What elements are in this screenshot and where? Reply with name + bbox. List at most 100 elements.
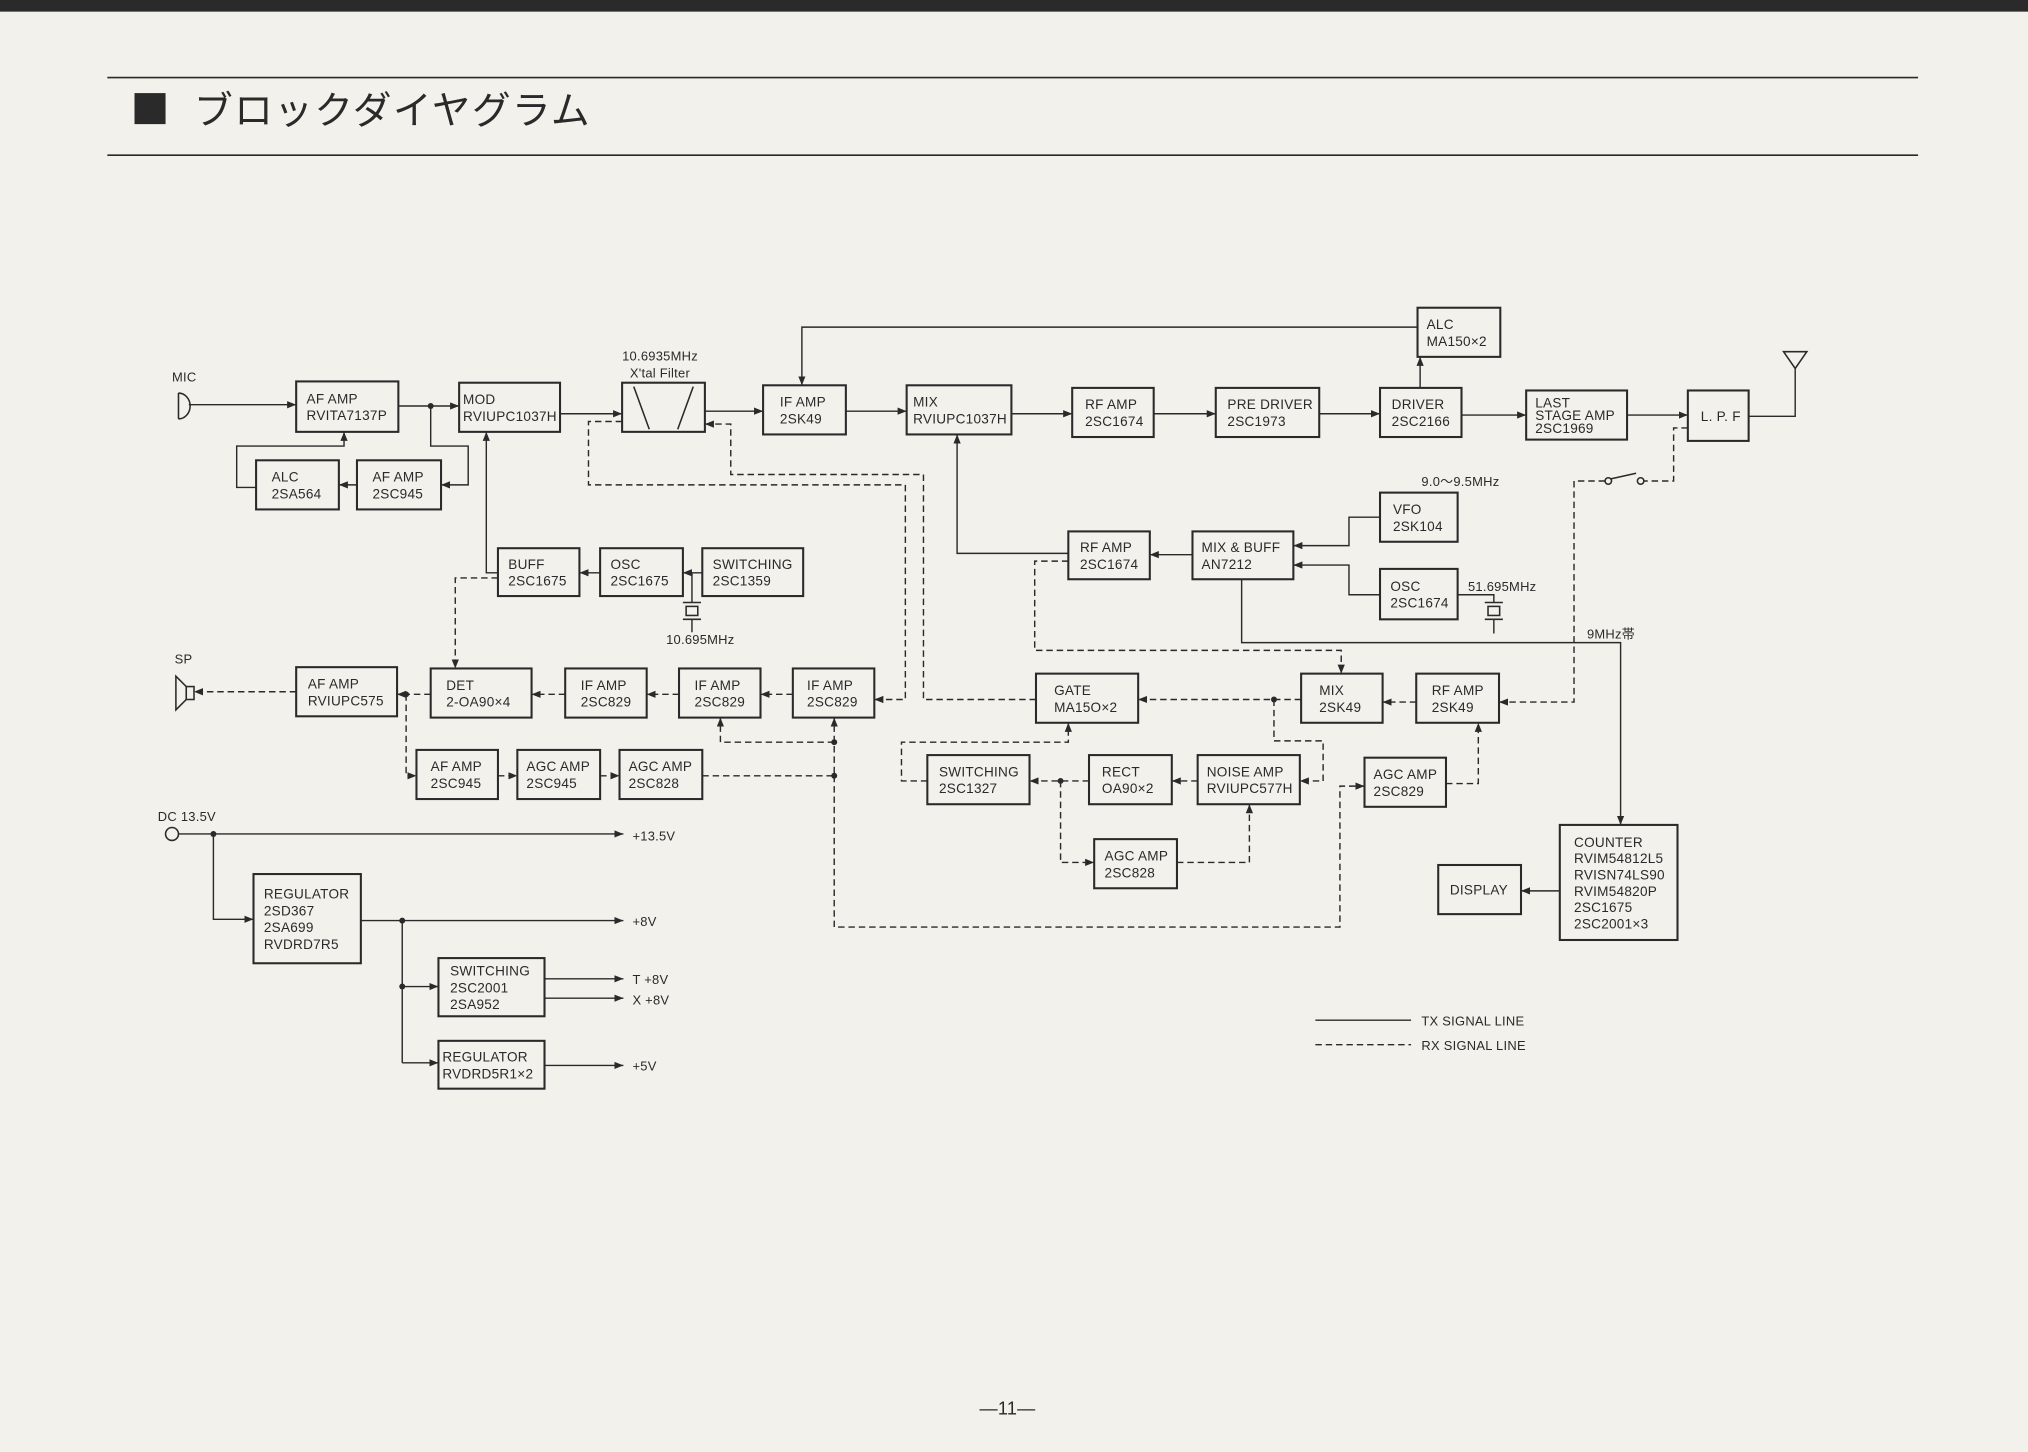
tx-line-alc-to-af-amp [235, 431, 348, 489]
block-af-amp-alc-frame [355, 459, 443, 511]
tx-line-alc-to-if-amp [798, 326, 1418, 386]
block-alc-driver-label: ALC [1427, 317, 1454, 332]
block-vfo-label: VFO [1393, 502, 1422, 517]
block-mix-buff-frame [1191, 530, 1295, 581]
block-counter: COUNTERRVIM54812L5RVISN74LS90RVIM54820P2… [1558, 823, 1679, 942]
block-buff-label: BUFF [508, 557, 544, 572]
block-gate-frame [1034, 672, 1140, 724]
block-buff: BUFF 2SC1675 [496, 547, 581, 598]
block-det-label: DET [446, 678, 474, 693]
xtal-filter-symbol [633, 386, 694, 430]
local-osc-frequency: 51.695MHz [1468, 579, 1536, 594]
mic-label: MIC [172, 369, 196, 384]
block-agc-amp-945-frame [516, 748, 602, 801]
block-mix-rx-frame [1300, 672, 1384, 724]
tx-line-lpf-to-antenna [1748, 368, 1796, 418]
block-af-amp-agc-frame [415, 748, 499, 801]
block-noise-amp-label: RVIUPC577H [1207, 781, 1293, 796]
rail-8v-label: +8V [632, 914, 656, 929]
block-xtal-filter-frame [621, 381, 706, 433]
block-osc-local-label: OSC [1390, 579, 1420, 594]
block-lpf-label: L. P. F [1701, 409, 1741, 424]
block-if-amp-rx2: IF AMP 2SC829 [677, 667, 762, 719]
block-vfo-label: 2SK104 [1393, 519, 1443, 534]
junction-dot [403, 691, 410, 698]
block-agc-amp-828-label: AGC AMP [629, 759, 693, 774]
block-agc-amp-945-label: AGC AMP [526, 759, 590, 774]
rx-line-buff-to-det [451, 577, 498, 669]
block-agc-amp-828-frame [618, 748, 704, 801]
block-vfo: VFO 2SK104 [1378, 491, 1459, 543]
block-af-amp-mic-frame [295, 380, 400, 433]
block-display-frame [1437, 863, 1523, 916]
block-mix-rx-label: 2SK49 [1319, 700, 1361, 715]
block-alc-driver-label: MA150×2 [1427, 334, 1487, 349]
block-if-amp-rx3-label: IF AMP [581, 678, 627, 693]
block-rf-amp-local-label: 2SC1674 [1080, 557, 1139, 572]
legend-rx-label: RX SIGNAL LINE [1421, 1038, 1526, 1053]
rx-line-agc-amp-to-noise-amp [1176, 804, 1254, 864]
block-agc-amp-829-frame [1363, 756, 1448, 808]
block-display: DISPLAY [1437, 863, 1523, 916]
block-osc-local: OSC 2SC1674 [1378, 567, 1459, 621]
block-regulator-5v-label: RVDRD5R1×2 [442, 1066, 533, 1081]
block-last-stage-label: STAGE AMP [1535, 408, 1615, 423]
block-mix-rx-label: MIX [1319, 683, 1344, 698]
rx-line-rf-agc-to-rf-amp [1445, 722, 1482, 785]
block-rf-amp-rx-label: RF AMP [1432, 683, 1484, 698]
block-osc-local-label: 2SC1674 [1390, 596, 1449, 611]
block-if-amp-rx2-label: 2SC829 [695, 695, 746, 710]
title-bullet-square [134, 93, 166, 125]
tx-line-dc-to-regulator [212, 833, 254, 923]
block-mod-frame [458, 381, 562, 433]
carrier-crystal-frequency: 10.695MHz [666, 632, 734, 647]
block-if-amp-rx3-label: 2SC829 [581, 695, 632, 710]
rx-line-rx-switch-to-rf-amp [1499, 480, 1606, 706]
junction-dot [399, 917, 406, 924]
tx-line-mix-buff-to-counter [1240, 579, 1625, 825]
page-title: ブロックダイヤグラム [194, 89, 591, 134]
page-number: —11— [980, 1399, 1037, 1419]
block-af-amp-sp-frame [295, 666, 399, 718]
block-rf-amp-local-label: RF AMP [1080, 540, 1132, 555]
junction-dot [427, 403, 434, 409]
block-counter-label: 2SC2001×3 [1574, 916, 1648, 931]
top-edge-band [0, 0, 2028, 12]
block-rf-amp-local: RF AMP 2SC1674 [1067, 530, 1151, 581]
block-if-amp-rx2-label: IF AMP [695, 678, 741, 693]
block-mix-tx-label: RVIUPC1037H [913, 411, 1007, 426]
dc-input-terminal-icon [164, 826, 180, 842]
block-if-amp-rx2-frame [677, 667, 762, 719]
block-counter-label: RVISN74LS90 [1574, 867, 1665, 882]
block-mix-buff-label: MIX & BUFF [1202, 540, 1281, 555]
microphone-icon [177, 392, 191, 420]
block-driver-frame [1378, 386, 1463, 439]
rail-x-8v-label: X +8V [632, 993, 669, 1008]
block-switching-tx-rx-label: 2SA952 [450, 997, 500, 1012]
block-buff-label: 2SC1675 [508, 574, 566, 589]
block-pre-driver-label: 2SC1973 [1227, 414, 1285, 429]
tx-line-rf-amp-to-mix [953, 434, 1069, 555]
block-alc-mic-label: ALC [272, 470, 299, 485]
block-rf-amp-tx-label: RF AMP [1085, 397, 1137, 412]
block-rect-label: RECT [1102, 764, 1140, 779]
tx-rx-switch-icon [1604, 472, 1645, 485]
speaker-icon [175, 674, 195, 712]
tx-line-osc-crystal-lead [1457, 594, 1495, 634]
block-regulator-8v-label: RVDRD7R5 [264, 937, 339, 952]
block-rf-amp-tx-label: 2SC1674 [1085, 414, 1144, 429]
block-counter-label: RVIM54812L5 [1574, 851, 1663, 866]
block-af-amp-agc-label: AF AMP [431, 759, 482, 774]
